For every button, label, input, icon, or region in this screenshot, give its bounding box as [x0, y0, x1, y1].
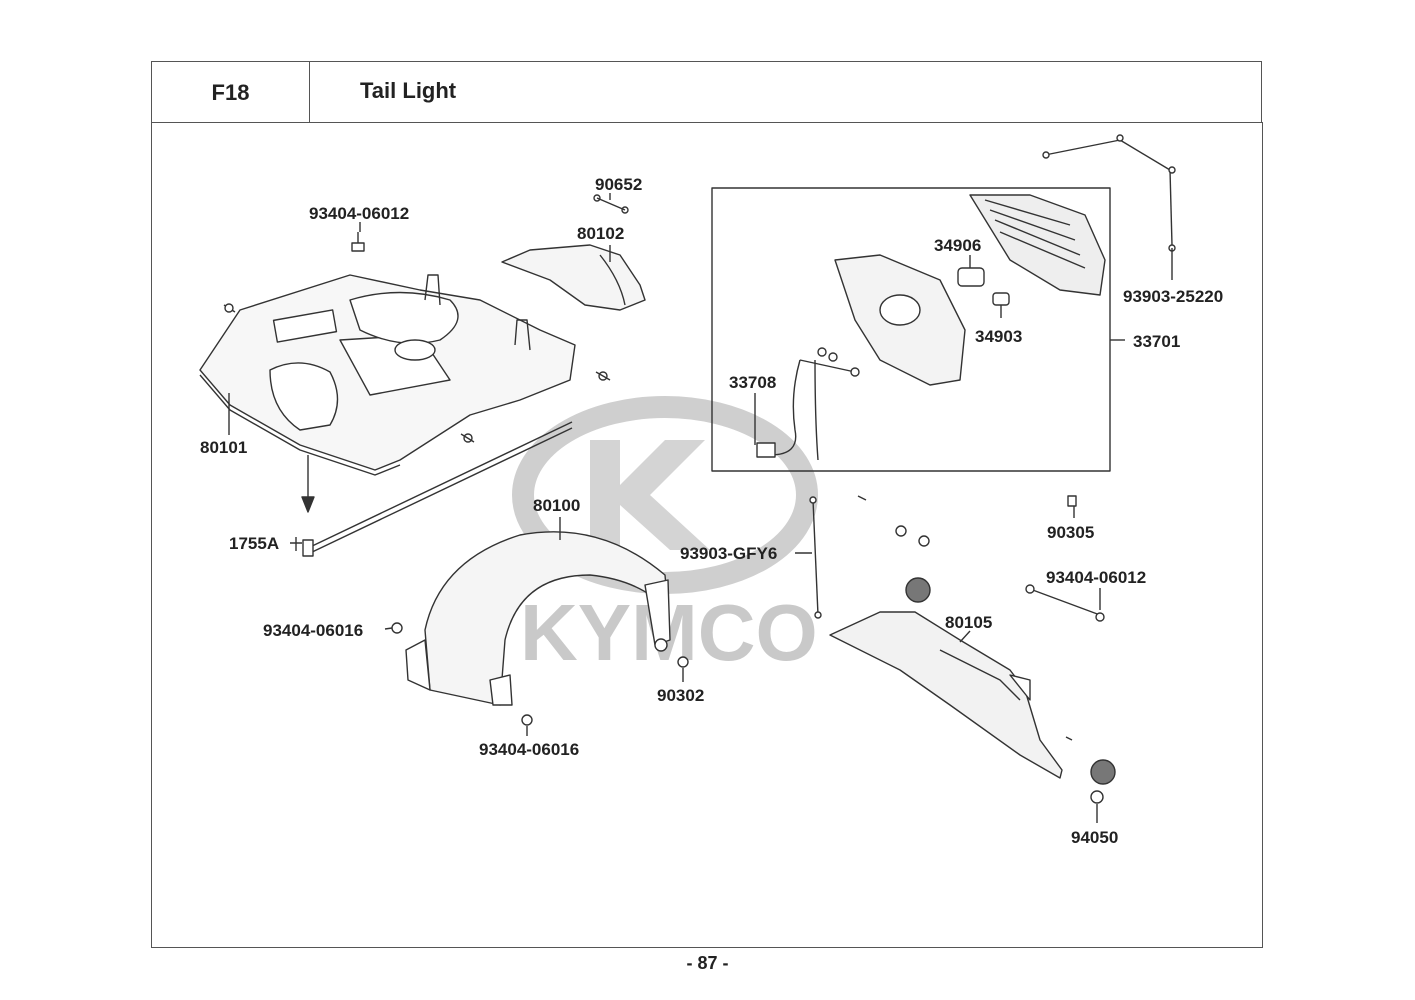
label-1755A: 1755A [229, 534, 279, 553]
label-80101: 80101 [200, 438, 247, 457]
label-94050: 94050 [1071, 828, 1118, 847]
bulb-34903 [992, 292, 1010, 306]
reflector-lower [1090, 759, 1116, 785]
screws-93903-GFY6 [809, 495, 867, 619]
grommets [895, 525, 930, 547]
label-93404-06016-a: 93404-06016 [263, 621, 363, 640]
label-34903: 34903 [975, 327, 1022, 346]
nut-94050 [1065, 736, 1104, 804]
screw-93404-06016-a [391, 622, 403, 634]
label-34906: 34906 [934, 236, 981, 255]
wire-33708 [756, 347, 860, 461]
figure-title: Tail Light [360, 78, 457, 103]
screw-small-left [223, 303, 236, 313]
part-80102-cover [501, 244, 646, 311]
screw-93404-06012-a [351, 232, 365, 252]
reflector-upper [905, 577, 931, 603]
part-80105-bracket [829, 611, 1063, 779]
label-80105: 80105 [945, 613, 992, 632]
screws-93404-06012-b [1025, 584, 1105, 622]
leader-lines [228, 193, 1173, 823]
part-80101-luggage-box [199, 274, 576, 476]
label-93404-06012-a: 93404-06012 [309, 204, 409, 223]
label-33708: 33708 [729, 373, 776, 392]
clip-90652 [593, 194, 629, 214]
part-tail-light-housing [834, 254, 966, 386]
label-80100: 80100 [533, 496, 580, 515]
label-90305: 90305 [1047, 523, 1094, 542]
part-80100-fender [405, 531, 671, 706]
bolt-90302 [677, 656, 689, 668]
part-1755A-rod [302, 421, 573, 557]
label-93903-25220: 93903-25220 [1123, 287, 1223, 306]
label-90302: 90302 [657, 686, 704, 705]
page-number: - 87 - [686, 953, 729, 973]
label-93404-06016-b: 93404-06016 [479, 740, 579, 759]
figure-code: F18 [151, 61, 310, 123]
assembly-arrow [301, 455, 315, 513]
label-93903-GFY6: 93903-GFY6 [680, 544, 777, 563]
screw-93404-06016-b [521, 714, 533, 726]
label-80102: 80102 [577, 224, 624, 243]
tail-light-assembly-box [711, 187, 1111, 472]
screw-small-low [460, 433, 475, 443]
diagram-frame [151, 122, 1263, 948]
label-93404-06012-b: 93404-06012 [1046, 568, 1146, 587]
screw-small-mid [595, 371, 611, 381]
label-33701: 33701 [1133, 332, 1180, 351]
part-tail-light-lens [969, 194, 1106, 296]
bulb-34906 [957, 267, 985, 287]
clip-90305 [1067, 495, 1077, 507]
label-90652: 90652 [595, 175, 642, 194]
